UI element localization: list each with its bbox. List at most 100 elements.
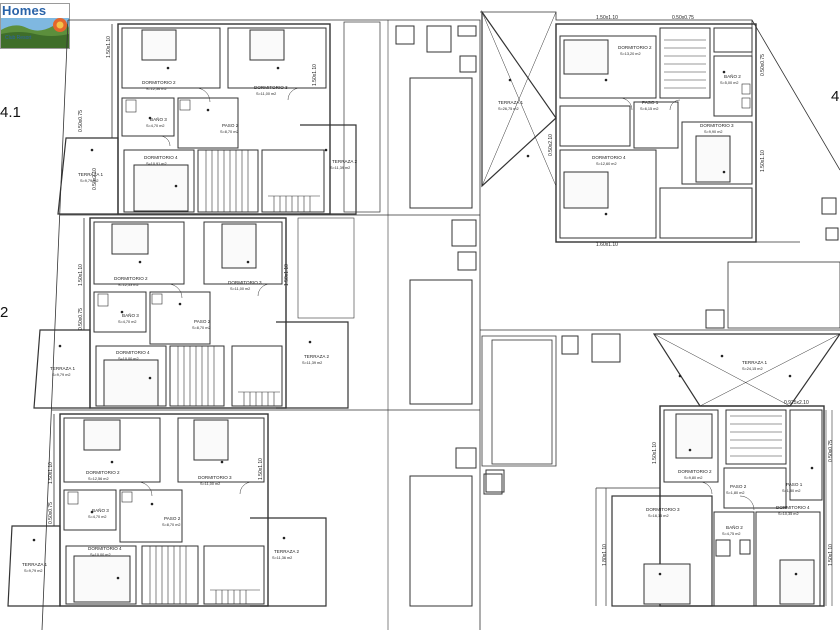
dim-a2-right: 1.50x1.10 <box>284 264 290 286</box>
area-a3-dorm2: S=12,56 m2 <box>88 477 109 481</box>
area-b1-bano2: S=5,00 m2 <box>720 81 738 85</box>
label-a3-paso2: PASO 2 <box>164 516 181 521</box>
unit-label-right-top: 4 <box>831 88 840 105</box>
area-b2-bano2: S=4,75 m2 <box>722 532 740 536</box>
label-a2-terraza2: TERRAZA 2 <box>304 354 329 359</box>
label-a3-dorm2: DORMITORIO 2 <box>86 470 120 475</box>
unit-a1 <box>57 21 477 215</box>
dim-b1-top-2: 0.50x0.75 <box>672 15 694 21</box>
dim-b2-bottom-left: 1.80x1.10 <box>602 544 608 566</box>
area-a3-terraza2: S=11,36 m2 <box>272 556 292 560</box>
dim-b2-top: 0.925x2.10 <box>784 400 809 406</box>
brand-logo: Homes Club Resort <box>0 3 70 49</box>
label-b2-paso1: PASO 1 <box>786 482 803 487</box>
label-a1-dorm3: DORMITORIO 3 <box>254 85 288 90</box>
label-b1-dorm3: DORMITORIO 3 <box>700 123 734 128</box>
dim-b2-left: 1.50x1.10 <box>652 442 658 464</box>
area-a3-terraza1: S=9,79 m2 <box>24 569 42 573</box>
unit-b2 <box>480 329 840 607</box>
label-a3-terraza1: TERRAZA 1 <box>22 562 47 567</box>
dim-b2-right-2: 1.50x1.10 <box>828 544 834 566</box>
area-a3-paso2: S=8,70 m2 <box>162 523 180 527</box>
area-a1-terraza1: S=9,79 m2 <box>80 179 98 183</box>
area-a2-terraza2: S=11,39 m2 <box>302 361 322 365</box>
label-a2-terraza1: TERRAZA 1 <box>50 366 75 371</box>
label-a1-bano3: BAÑO 3 <box>150 116 167 122</box>
label-a1-dorm2: DORMITORIO 2 <box>142 80 176 85</box>
logo-subtitle: Club Resort <box>5 35 32 41</box>
area-a3-dorm4: S=10,00 m2 <box>90 553 111 557</box>
area-a1-dorm3: S=11,00 m2 <box>256 92 276 96</box>
dim-b1-bottom: 1.60x1.10 <box>596 242 618 248</box>
area-b1-terraza1: S=26,75 m2 <box>498 107 519 111</box>
area-b1-paso1: S=6,15 m2 <box>640 107 658 111</box>
label-a2-dorm4: DORMITORIO 4 <box>116 350 150 355</box>
area-a1-bano3: S=4,70 m2 <box>146 124 164 128</box>
label-a2-dorm3: DORMITORIO 3 <box>228 280 262 285</box>
dim-a2-left-2: 0.50x0.75 <box>78 308 84 330</box>
unit-label-left-mid: 2 <box>0 304 9 321</box>
label-b1-dorm4: DORMITORIO 4 <box>592 155 626 160</box>
area-a3-bano3: S=4,70 m2 <box>88 515 106 519</box>
dim-a1-terrace: 0.50x2.10 <box>92 168 98 190</box>
label-a2-dorm2: DORMITORIO 2 <box>114 276 148 281</box>
label-a1-terraza1: TERRAZA 1 <box>78 172 103 177</box>
area-b2-paso1: S=1,80 m2 <box>782 489 800 493</box>
area-a3-dorm3: S=11,00 m2 <box>200 482 220 486</box>
label-a1-terraza2: TERRAZA 2 <box>332 159 357 164</box>
area-b1-dorm2: S=13,20 m2 <box>620 52 641 56</box>
area-a1-terraza2: S=11,39 m2 <box>330 166 350 170</box>
label-a3-terraza2: TERRAZA 2 <box>274 549 299 554</box>
light-fixtures <box>32 66 814 580</box>
dim-a1-left-1: 1.50x1.10 <box>106 36 112 58</box>
dim-a3-left-2: 0.50x0.75 <box>48 502 54 524</box>
label-a2-bano3: BAÑO 3 <box>122 312 139 318</box>
label-a1-paso2: PASO 2 <box>222 123 239 128</box>
label-b1-dorm2: DORMITORIO 2 <box>618 45 652 50</box>
dim-a1-right: 1.50x1.10 <box>312 64 318 86</box>
dim-a2-left-1: 1.50x1.10 <box>78 264 84 286</box>
area-a2-paso2: S=8,70 m2 <box>192 326 210 330</box>
label-a1-dorm4: DORMITORIO 4 <box>144 155 178 160</box>
bathroom-fixtures <box>67 83 751 505</box>
logo-wordmark: Homes <box>2 3 47 18</box>
area-b1-dorm3: S=9,90 m2 <box>704 130 722 134</box>
area-b2-terraza1: S=24,15 m2 <box>742 367 763 371</box>
dim-a1-left-2: 0.50x0.75 <box>78 110 84 132</box>
area-a2-terraza1: S=9,79 m2 <box>52 373 70 377</box>
label-b2-dorm3: DORMITORIO 3 <box>646 507 680 512</box>
room-labels: DORMITORIO 2 S=12,56 m2 DORMITORIO 3 S=1… <box>22 45 810 573</box>
area-a2-dorm3: S=11,00 m2 <box>230 287 250 291</box>
unit-a3 <box>7 413 505 607</box>
left-site-outline <box>41 19 481 630</box>
area-a1-dorm2: S=12,56 m2 <box>146 87 167 91</box>
area-b2-dorm3: S=16,15 m2 <box>648 514 669 518</box>
label-b2-bano2: BAÑO 2 <box>726 524 743 530</box>
label-b1-paso1: PASO 1 <box>642 100 659 105</box>
dim-b1-right-2: 1.50x1.10 <box>760 150 766 172</box>
label-b2-terraza1: TERRAZA 1 <box>742 360 767 365</box>
area-a1-dorm4: S=10,91 m2 <box>146 162 167 166</box>
label-a3-dorm3: DORMITORIO 3 <box>198 475 232 480</box>
label-b2-dorm2: DORMITORIO 2 <box>678 469 712 474</box>
label-a2-paso2: PASO 2 <box>194 319 211 324</box>
area-b2-paso2: S=1,80 m2 <box>726 491 744 495</box>
area-b1-dorm4: S=12,60 m2 <box>596 162 617 166</box>
dim-b2-right-1: 0.50x0.75 <box>828 440 834 462</box>
dim-a3-left-1: 1.50x1.10 <box>48 462 54 484</box>
label-b2-paso2: PASO 2 <box>730 484 747 489</box>
area-a1-paso2: S=8,70 m2 <box>220 130 238 134</box>
unit-a2 <box>33 217 477 409</box>
unit-label-left-top: 4.1 <box>0 104 21 121</box>
dimension-labels: 1.50x1.10 0.50x0.75 1.60x1.10 0.925x2.10… <box>48 15 834 566</box>
dim-b1-right-1: 0.50x0.75 <box>760 54 766 76</box>
label-b2-dorm4: DORMITORIO 4 <box>776 505 810 510</box>
area-a2-bano3: S=4,70 m2 <box>118 320 136 324</box>
area-a2-dorm4: S=10,00 m2 <box>118 357 139 361</box>
logo-landscape-icon <box>1 18 69 48</box>
dim-a3-right: 1.50x1.10 <box>258 458 264 480</box>
label-b1-bano2: BAÑO 2 <box>724 73 741 79</box>
area-b2-dorm2: S=9,80 m2 <box>684 476 702 480</box>
dim-b1-top-1: 1.50x1.10 <box>596 15 618 21</box>
area-a2-dorm2: S=12,53 m2 <box>118 283 139 287</box>
